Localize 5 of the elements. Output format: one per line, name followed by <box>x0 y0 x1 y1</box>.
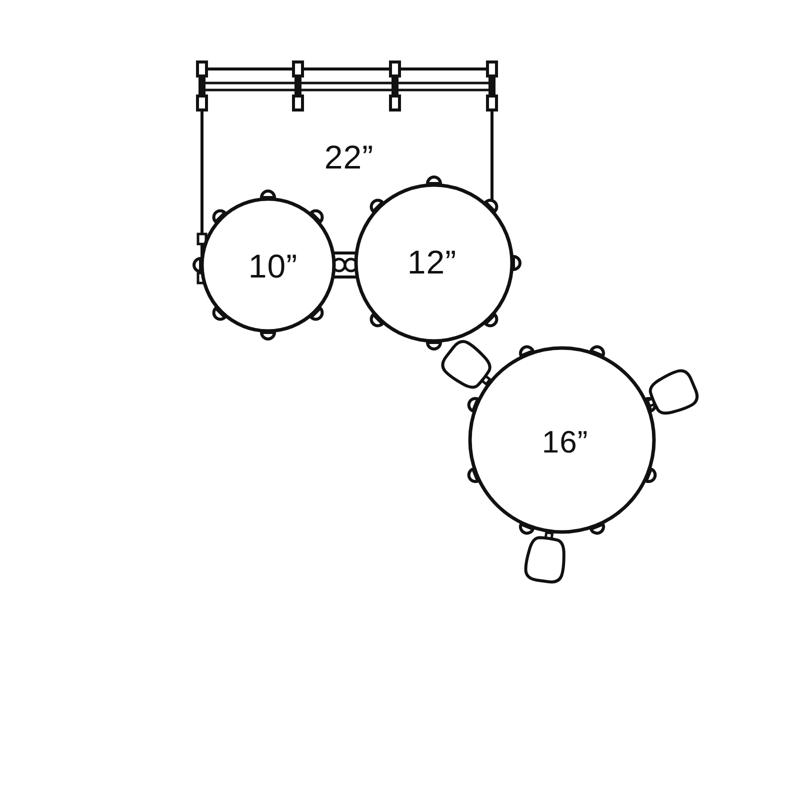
bass-drum <box>194 58 500 284</box>
drum-size-label: 10” <box>248 250 298 282</box>
drum-size-label: 22” <box>324 140 374 174</box>
drum-size-label: 12” <box>407 246 457 278</box>
drum-size-label: 16” <box>542 426 588 458</box>
